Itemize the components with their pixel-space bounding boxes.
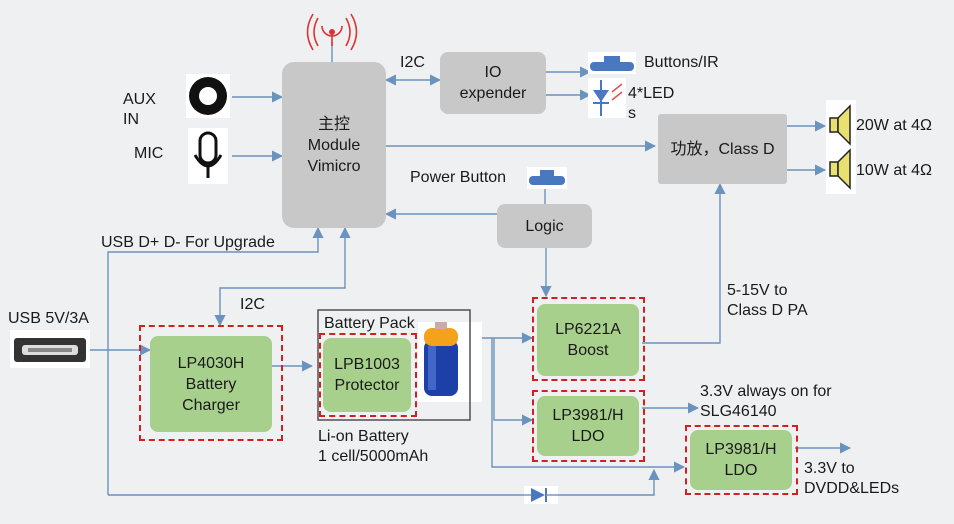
usb-port-icon xyxy=(10,330,90,368)
antenna-icon xyxy=(306,13,358,51)
battery-pack-label: Battery Pack xyxy=(324,315,415,332)
pa-supply-label: 5-15V to Class D PA xyxy=(727,282,808,319)
charger-dashed-frame xyxy=(139,325,283,441)
mic-label: MIC xyxy=(134,145,164,162)
always-on-label: 3.3V always on for SLG46140 xyxy=(700,383,832,420)
boost-block: LP6221A Boost xyxy=(537,304,639,376)
i2c-mid-label: I2C xyxy=(240,296,265,313)
leds-label: 4*LED s xyxy=(628,85,675,122)
wire-i2c-charger xyxy=(214,226,351,327)
dvdd-label: 3.3V to DVDD&LEDs xyxy=(804,460,900,497)
boost-dashed-frame xyxy=(532,297,645,381)
io-expander-block: IO expender xyxy=(440,52,546,114)
protector-dashed-frame xyxy=(319,333,417,417)
battery-pack-frame xyxy=(317,309,471,421)
battery-icon xyxy=(418,322,482,402)
usb-upgrade-label: USB D+ D- For Upgrade xyxy=(101,234,275,251)
aux-jack-icon xyxy=(186,74,230,118)
buttons-ir-label: Buttons/IR xyxy=(644,54,719,71)
protector-block: LPB1003 Protector xyxy=(323,338,411,412)
wire-usb-diode xyxy=(108,468,660,496)
usb-power-label: USB 5V/3A xyxy=(8,310,89,327)
main-controller-block: 主控 Module Vimicro xyxy=(282,62,386,228)
ldo2-block: LP3981/H LDO xyxy=(690,430,792,490)
ldo1-block: LP3981/H LDO xyxy=(537,396,639,456)
power-button-label: Power Button xyxy=(410,169,507,186)
speaker-10w-label: 10W at 4Ω xyxy=(856,162,932,179)
led-diode-icon xyxy=(588,78,626,118)
li-on-battery-label: Li-on Battery 1 cell/5000mAh xyxy=(318,428,429,465)
amplifier-block: 功放，Class D xyxy=(658,114,787,184)
speaker-icon xyxy=(826,148,856,194)
ldo2-dashed-frame xyxy=(685,425,798,495)
i2c-top-label: I2C xyxy=(400,54,425,71)
push-button-icon xyxy=(588,52,636,74)
charger-block: LP4030H Battery Charger xyxy=(150,336,272,432)
speaker-20w-label: 20W at 4Ω xyxy=(856,117,932,134)
microphone-icon xyxy=(188,128,228,184)
wire-bat-ldo1 xyxy=(493,338,534,426)
wire-bat-ldo2 xyxy=(491,338,686,473)
push-button-icon xyxy=(527,167,567,189)
ldo1-dashed-frame xyxy=(532,390,645,462)
logic-block: Logic xyxy=(497,204,592,248)
aux-in-label: AUX IN xyxy=(123,91,156,128)
wire-boost-amp xyxy=(642,182,726,344)
speaker-icon xyxy=(826,100,856,148)
diode-icon xyxy=(524,486,558,504)
